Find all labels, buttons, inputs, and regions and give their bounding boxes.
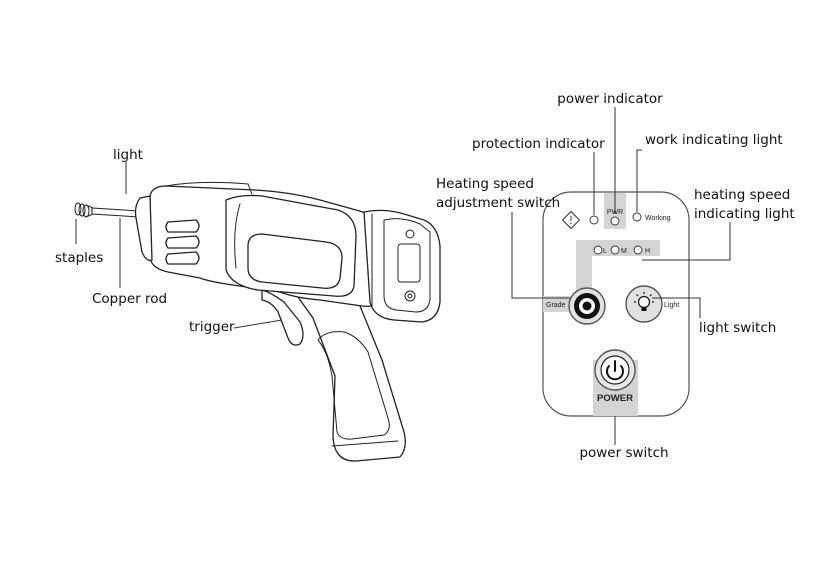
label-heating-speed-adjustment-2: adjustment switch (436, 195, 560, 211)
warning-diamond-icon (561, 210, 581, 230)
control-panel: PWR Working L M H Grade (542, 191, 690, 417)
gun-trigger (261, 289, 304, 346)
power-text: POWER (597, 393, 633, 404)
staples-icon (74, 202, 94, 218)
label-heating-speed-adjustment-1: Heating speed (436, 176, 534, 192)
light-text: Light (664, 302, 679, 309)
working-text: Working (645, 215, 671, 222)
light-button[interactable] (625, 285, 663, 323)
label-power-switch: power switch (579, 445, 668, 461)
label-work-indicating-light: work indicating light (645, 132, 783, 148)
speed-m-text: M (621, 248, 627, 255)
label-copper-rod: Copper rod (92, 291, 167, 307)
working-indicator-led (632, 212, 642, 222)
power-button[interactable] (594, 349, 636, 391)
label-heating-speed-indicating-1: heating speed (694, 187, 790, 203)
hot-stapler-drawing (74, 181, 441, 462)
label-protection-indicator: protection indicator (472, 136, 605, 152)
gun-leader-lines (75, 162, 283, 329)
gun-rear-panel (363, 209, 441, 323)
grade-button[interactable] (568, 287, 606, 325)
label-heating-speed-indicating-2: indicating light (694, 206, 795, 222)
panel-leader-lines (511, 107, 731, 445)
label-trigger: trigger (189, 319, 235, 335)
power-indicator-led (610, 216, 620, 226)
speed-led-medium (610, 245, 620, 255)
speed-led-high (633, 245, 643, 255)
label-light-switch: light switch (699, 320, 776, 336)
speed-h-text: H (645, 248, 650, 255)
vent-slots (165, 219, 200, 265)
label-staples: staples (55, 250, 103, 266)
label-power-indicator: power indicator (557, 91, 663, 107)
power-symbol-icon (606, 360, 624, 381)
speed-l-text: L (603, 248, 607, 255)
protection-indicator-led (589, 215, 599, 225)
label-light: light (113, 147, 143, 163)
grade-text: Grade (546, 302, 566, 309)
light-bulb-icon (634, 292, 654, 311)
speed-led-low (593, 245, 603, 255)
